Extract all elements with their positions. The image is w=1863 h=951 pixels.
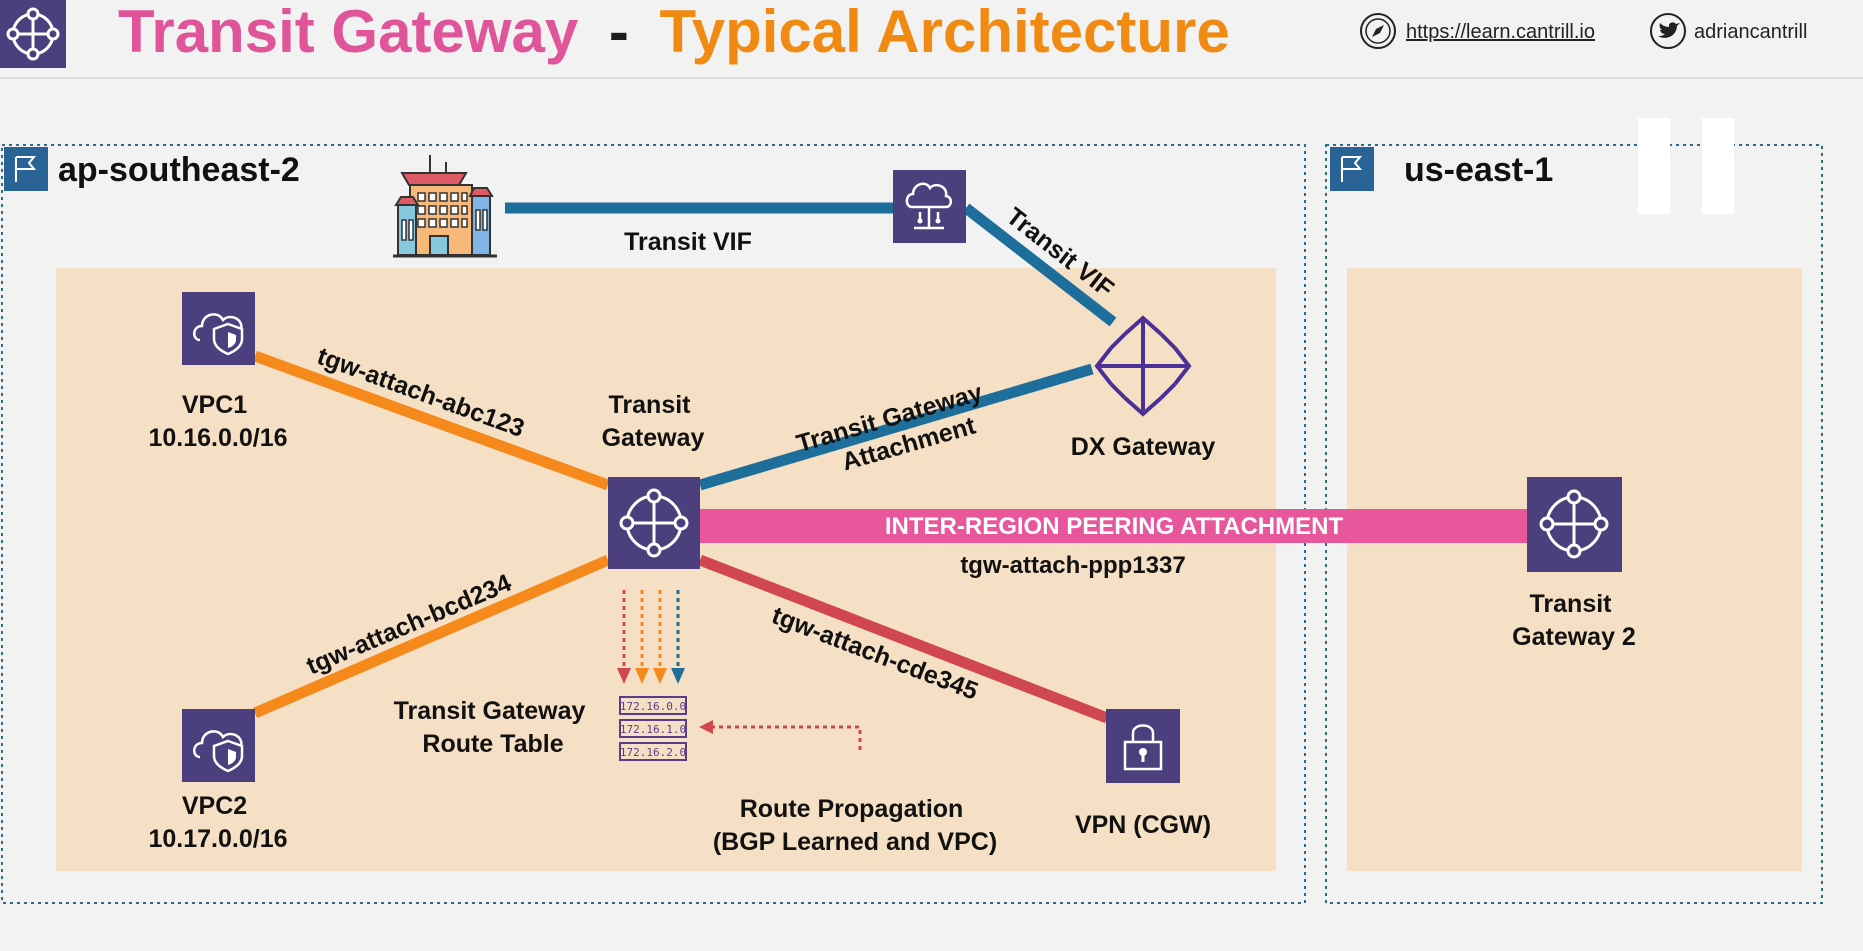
vpn-icon <box>1106 709 1180 783</box>
dx-gateway-icon <box>1094 315 1192 417</box>
header: Transit Gateway - Typical Architecture h… <box>0 0 1863 79</box>
vpc2-attachment-link <box>252 554 611 719</box>
region-flag-icon <box>4 147 48 191</box>
svg-text:Transit Gateway -: Transit Gateway - Typical Architecture <box>118 0 1230 65</box>
dx-attachment-link <box>698 363 1094 491</box>
vpn-attachment-link <box>698 554 1109 724</box>
region-area-left <box>56 268 1276 871</box>
transit-gateway-icon <box>608 477 700 569</box>
inter-region-peering-link <box>700 509 1528 543</box>
page-title-separator: - <box>609 0 629 65</box>
compass-icon <box>1360 13 1396 49</box>
transit-gateway-logo-icon <box>0 0 66 68</box>
region-name-us-east-1: us-east-1 <box>1404 151 1553 189</box>
pause-bar-right <box>1702 118 1734 214</box>
page-title-part2: Typical Architecture <box>660 0 1230 65</box>
website-link[interactable]: https://learn.cantrill.io <box>1406 21 1595 43</box>
propagation-arrows <box>617 590 685 684</box>
pause-bar-left <box>1638 118 1670 214</box>
page-title-part1: Transit Gateway <box>118 0 579 65</box>
route-propagation-arrow <box>711 725 862 750</box>
route-entry: 172.16.1.0 <box>620 723 686 736</box>
route-entry: 172.16.0.0 <box>620 700 686 713</box>
vpc1-label: VPC1 10.16.0.0/16 <box>148 391 287 452</box>
peering-attachment-id: tgw-attach-ppp1337 <box>960 552 1185 579</box>
vpc1-icon <box>182 292 255 365</box>
route-propagation-label: Route Propagation (BGP Learned and VPC) <box>713 795 997 856</box>
dx-gateway-label: DX Gateway <box>1071 433 1216 461</box>
route-table-icon: 172.16.0.0 172.16.1.0 172.16.2.0 <box>619 696 687 761</box>
transit-gateway-2-label: Transit Gateway 2 <box>1512 590 1636 651</box>
transit-gateway-2-icon <box>1527 477 1622 572</box>
twitter-handle[interactable]: adriancantrill <box>1694 21 1807 43</box>
route-propagation-arrowhead <box>699 720 713 734</box>
transit-gateway-label: Transit Gateway <box>602 391 705 452</box>
vpn-label: VPN (CGW) <box>1075 811 1211 839</box>
vpc2-label: VPC2 10.17.0.0/16 <box>148 792 287 853</box>
vpc1-attachment-link <box>253 350 610 491</box>
transit-vif-label: Transit VIF <box>624 228 752 256</box>
building-icon <box>393 155 497 258</box>
region-name-ap-southeast-2: ap-southeast-2 <box>58 151 300 189</box>
region-flag-icon <box>1330 147 1374 191</box>
direct-connect-icon <box>893 170 966 243</box>
peering-attachment-label: INTER-REGION PEERING ATTACHMENT <box>885 513 1344 540</box>
transit-vif-diagonal-link <box>962 203 1117 327</box>
vpc2-icon <box>182 709 255 782</box>
route-table-label: Transit Gateway Route Table <box>394 697 593 758</box>
twitter-icon <box>1650 13 1686 49</box>
route-entry: 172.16.2.0 <box>620 746 686 759</box>
